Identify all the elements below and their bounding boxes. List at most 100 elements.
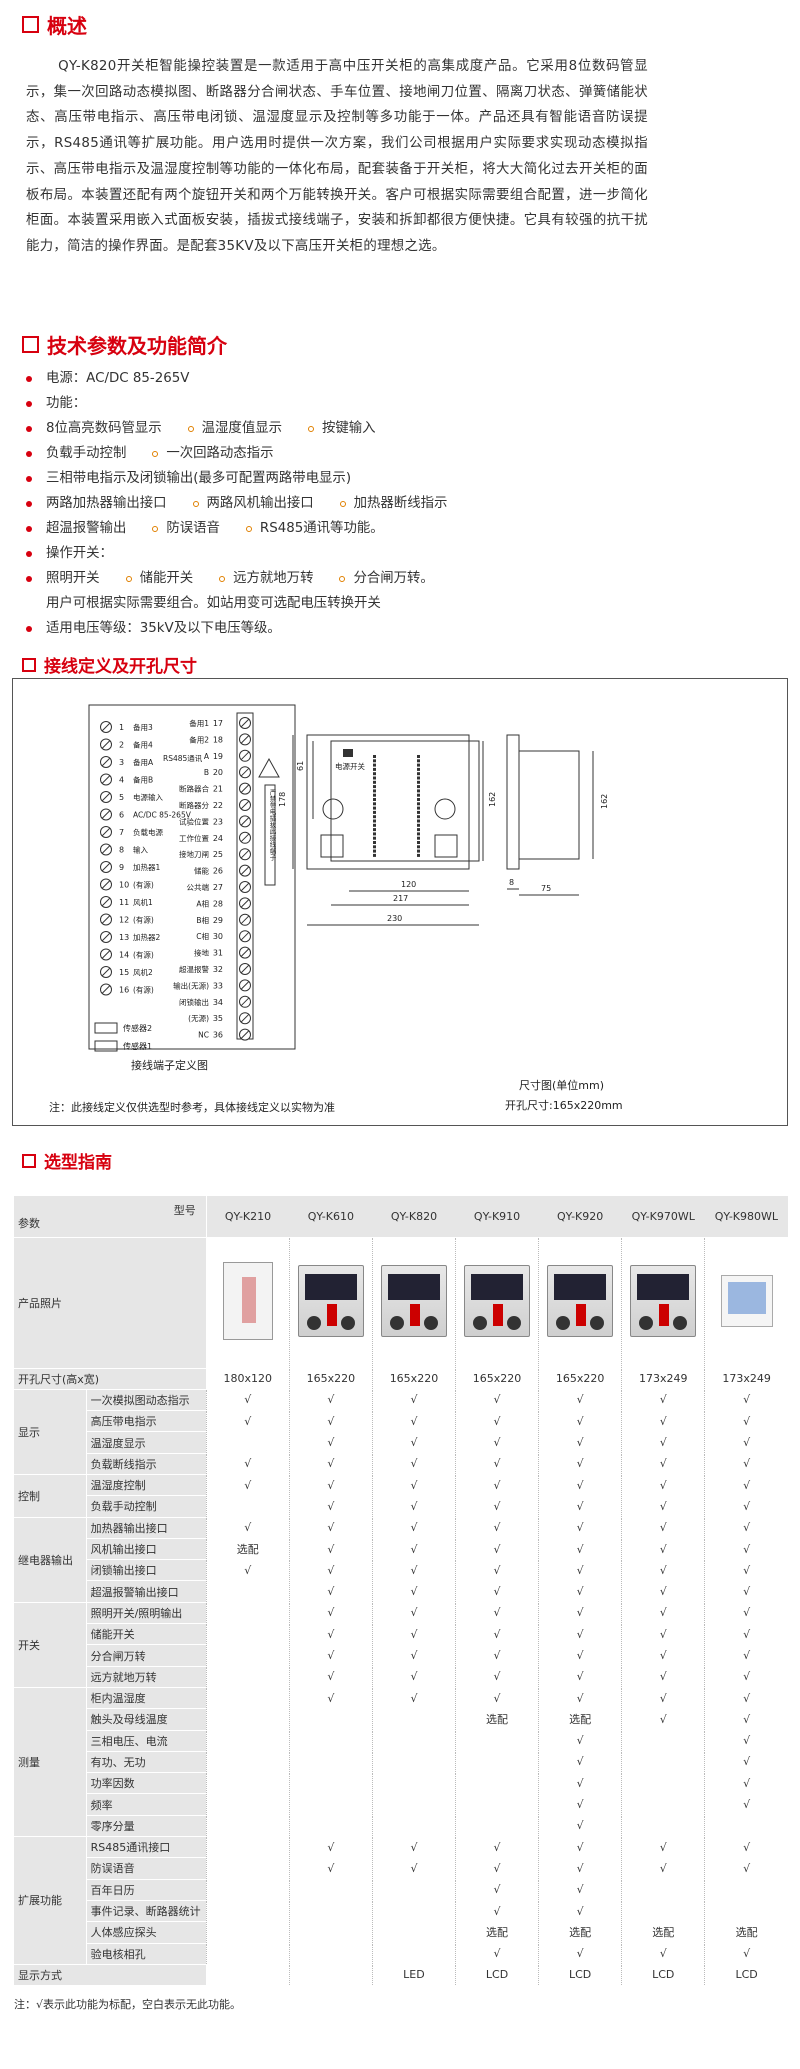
- display-value: [205, 1964, 290, 1987]
- tech-item: 功能：: [26, 391, 473, 416]
- feature-label: 风机输出接口: [86, 1538, 207, 1561]
- feature-value: 选配: [205, 1538, 290, 1561]
- table-row: 人体感应探头选配选配选配选配: [14, 1921, 788, 1944]
- feature-value: 选配: [454, 1708, 539, 1731]
- led-dot-icon: [373, 810, 376, 814]
- terminal-number: 26: [213, 867, 223, 876]
- rs485-label: RS485通讯: [163, 753, 203, 763]
- tech-item: 适用电压等级：35kV及以下电压等级。: [26, 616, 473, 641]
- table-row: 远方就地万转√√√√√√: [14, 1666, 788, 1688]
- group-label: 显示: [14, 1389, 87, 1475]
- device-photo-icon: [630, 1265, 697, 1337]
- feature-value: √: [621, 1857, 705, 1880]
- feature-value: 选配: [621, 1921, 705, 1944]
- feature-value: [205, 1708, 290, 1731]
- terminal-number: 10: [119, 881, 129, 890]
- product-photo: [454, 1237, 539, 1369]
- bullet-icon: [26, 525, 32, 532]
- title-box-icon: [22, 1153, 36, 1168]
- dim-162b: 162: [600, 794, 609, 809]
- terminal-label: 断路器分: [179, 800, 209, 810]
- feature-value: √: [538, 1687, 622, 1710]
- header-param-cell: 参数型号: [14, 1196, 207, 1238]
- terminal-screw-slot: [101, 880, 111, 889]
- feature-value: [205, 1644, 290, 1667]
- terminal-screw-slot: [240, 899, 250, 908]
- led-dot-icon: [417, 810, 420, 814]
- led-dot-icon: [417, 815, 420, 819]
- tech-item-text: 操作开关：: [46, 546, 113, 561]
- terminal-screw-slot: [240, 751, 250, 761]
- terminal-number: 17: [213, 719, 223, 728]
- terminal-label: 闭锁输出: [179, 997, 209, 1007]
- terminal-label: NC: [198, 1031, 209, 1040]
- feature-value: √: [205, 1453, 290, 1475]
- sensor-2-connector: [94, 1022, 118, 1034]
- feature-value: [371, 1900, 456, 1923]
- cutout-value: 180x120: [205, 1368, 290, 1390]
- feature-value: √: [538, 1410, 622, 1433]
- tech-item: 两路加热器输出接口两路风机输出接口加热器断线指示: [26, 491, 473, 516]
- display-value: LCD: [538, 1964, 622, 1987]
- feature-value: √: [704, 1431, 788, 1454]
- terminal-number: 19: [213, 752, 223, 761]
- device-photo-icon: [297, 1265, 364, 1337]
- feature-value: √: [454, 1431, 539, 1454]
- led-dot-icon: [373, 798, 376, 801]
- table-row: 分合闸万转√√√√√√: [14, 1644, 788, 1667]
- tech-item-text: 两路加热器输出接口: [46, 496, 167, 511]
- terminal-screw-slot: [240, 817, 250, 826]
- group-label: 测量: [14, 1687, 87, 1838]
- feature-value: [621, 1730, 705, 1752]
- tech-item: 8位高亮数码管显示温湿度值显示按键输入: [26, 416, 473, 441]
- sub-bullet-icon: [187, 425, 194, 432]
- switch-right-icon: [434, 834, 458, 858]
- feature-value: [288, 1815, 373, 1838]
- feature-label: 频率: [86, 1793, 207, 1816]
- terminal-screw-slot: [101, 740, 111, 749]
- tech-item-text: 照明开关: [46, 571, 100, 586]
- feature-value: √: [205, 1410, 290, 1433]
- bullet-icon: [26, 450, 32, 457]
- feature-value: [205, 1879, 290, 1901]
- terminal-number: 13: [119, 933, 129, 942]
- feature-value: [205, 1857, 290, 1880]
- feature-value: [621, 1751, 705, 1774]
- led-dot-icon: [373, 755, 376, 758]
- sub-bullet-icon: [152, 450, 159, 457]
- model-header: QY-K910: [455, 1196, 539, 1238]
- terminal-number: 16: [119, 986, 129, 995]
- model-header: QY-K980WL: [704, 1196, 788, 1238]
- dim-61: 61: [296, 761, 305, 771]
- feature-value: √: [205, 1474, 290, 1497]
- feature-value: √: [538, 1431, 622, 1454]
- bullet-icon: [26, 550, 32, 557]
- display-value: [288, 1964, 373, 1987]
- terminal-number: 23: [213, 817, 223, 826]
- terminal-number: 29: [213, 916, 223, 925]
- led-dot-icon: [373, 832, 376, 836]
- cutout-value: 165x220: [454, 1368, 539, 1390]
- table-row: 温湿度显示√√√√√√: [14, 1431, 788, 1454]
- feature-value: √: [288, 1857, 373, 1880]
- table-row: 风机输出接口选配√√√√√√: [14, 1538, 788, 1561]
- terminal-label: 备用B: [133, 775, 153, 785]
- sub-bullet-icon: [219, 575, 226, 582]
- sub-bullet-icon: [339, 500, 346, 507]
- feature-value: [288, 1900, 373, 1923]
- led-dot-icon: [373, 836, 376, 840]
- device-outline: [330, 740, 480, 862]
- feature-value: [454, 1772, 539, 1795]
- feature-value: √: [538, 1730, 622, 1752]
- terminal-screw-slot: [240, 784, 250, 793]
- tech-item: 照明开关储能开关远方就地万转分合闸万转。: [26, 566, 473, 591]
- tech-item-text: 加热器断线指示: [353, 496, 448, 511]
- terminal-label: (有源): [133, 880, 154, 890]
- feature-label: 柜内温湿度: [86, 1687, 207, 1710]
- device-photo-icon: [222, 1262, 273, 1340]
- product-photo: [371, 1237, 456, 1369]
- feature-value: [205, 1772, 290, 1795]
- tech-item: 操作开关：: [26, 541, 473, 566]
